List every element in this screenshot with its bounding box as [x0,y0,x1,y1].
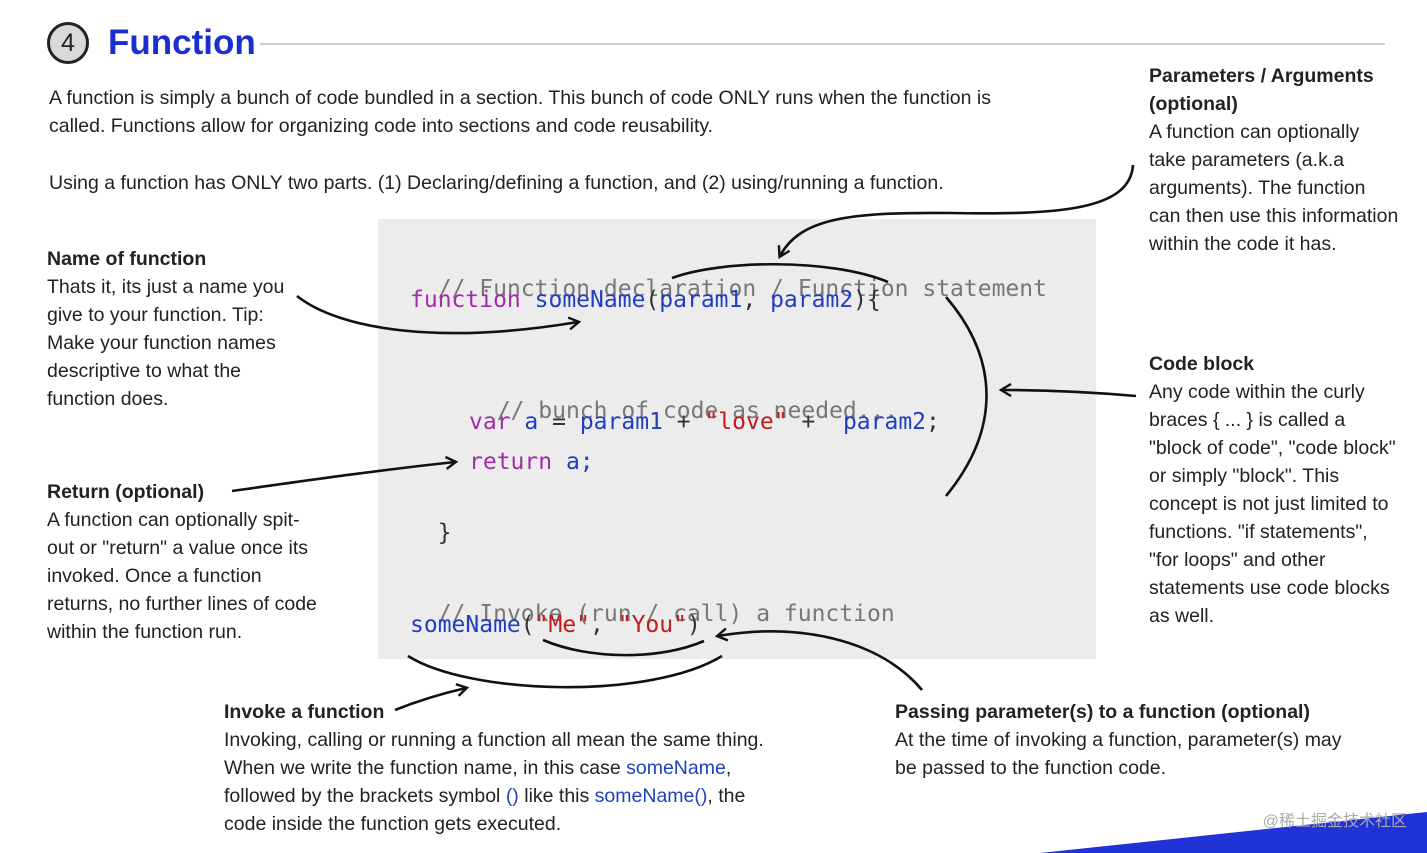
note-body: Any code within the curly braces { ... }… [1149,381,1396,627]
string-love: "love" [704,409,788,435]
note-body: Invoking, calling or running a function … [224,729,764,779]
corner-decoration [1040,812,1427,853]
code-punctuation: ; [926,409,940,435]
note-body: Thats it, its just a name you give to yo… [47,276,285,410]
note-heading: Name of function [47,248,207,270]
note-heading: Code block [1149,353,1255,375]
code-punctuation: } [437,520,452,546]
keyword-function: function [410,287,521,313]
section-number-badge: 4 [47,22,89,64]
note-body: A function can optionally take parameter… [1149,121,1399,255]
title-divider [260,43,1385,45]
note-heading: Parameters / Arguments (optional) [1149,65,1374,115]
code-punctuation: + [662,409,705,435]
return-value: a; [565,449,594,475]
note-passing-parameters: Passing parameter(s) to a function (opti… [895,698,1365,782]
code-punctuation: ) [686,612,701,638]
param2-ref: param2 [842,409,927,435]
note-body: like this [518,785,595,807]
note-body: , followed by the brackets symbol [224,757,732,807]
argument-me: "Me" [534,612,591,638]
intro-paragraph-1: A function is simply a bunch of code bun… [49,87,991,137]
watermark: @稀土掘金技术社区 [1262,813,1407,830]
code-punctuation: ( [645,287,660,313]
code-punctuation: + [787,409,843,435]
note-invoke: Invoke a function Invoking, calling or r… [224,698,784,838]
note-body: A function can optionally spit-out or "r… [47,509,317,643]
arc-invoke [407,654,723,689]
note-name-of-function: Name of function Thats it, its just a na… [47,245,309,413]
intro-paragraph-2: Using a function has ONLY two parts. (1)… [49,172,944,194]
param1-ref: param1 [579,409,663,435]
inline-function-call: someName() [594,785,708,807]
code-punctuation: ){ [853,287,881,313]
param2: param2 [770,287,854,313]
invoke-function-name: someName [410,612,521,638]
code-punctuation: , [742,287,771,313]
inline-brackets: () [505,785,519,807]
code-line-var: var a = param1 + "love" + param2; [469,407,940,437]
code-line-function-signature: function someName(param1, param2){ [410,285,881,315]
code-line-invoke: someName("Me", "You") [410,610,701,640]
note-code-block: Code block Any code within the curly bra… [1149,350,1399,630]
inline-function-name: someName [626,757,726,779]
code-line-body-comment: // bunch of code as needed... [469,366,899,426]
note-parameters: Parameters / Arguments (optional) A func… [1149,62,1399,258]
note-heading: Invoke a function [224,701,385,723]
code-punctuation: = [538,409,580,435]
note-heading: Return (optional) [47,481,205,503]
function-name: someName [534,287,646,313]
note-heading: Passing parameter(s) to a function (opti… [895,701,1310,723]
keyword-var: var [469,409,511,435]
page-title: Function [108,23,256,62]
code-line-return: return a; [469,447,594,477]
argument-you: "You" [617,612,687,638]
note-return: Return (optional) A function can optiona… [47,478,319,646]
code-comment: // Invoke (run / call) a function [437,601,895,627]
code-line-invoke-comment: // Invoke (run / call) a function [410,569,895,629]
code-comment: // bunch of code as needed... [496,398,899,424]
code-line-close-brace: } [410,488,452,548]
note-body: , the code inside the function gets exec… [224,785,746,835]
keyword-return: return [469,449,553,475]
code-punctuation: , [590,612,618,638]
note-body: At the time of invoking a function, para… [895,729,1342,779]
param1: param1 [659,287,743,313]
variable-a: a [524,409,539,435]
code-punctuation: ( [520,612,535,638]
